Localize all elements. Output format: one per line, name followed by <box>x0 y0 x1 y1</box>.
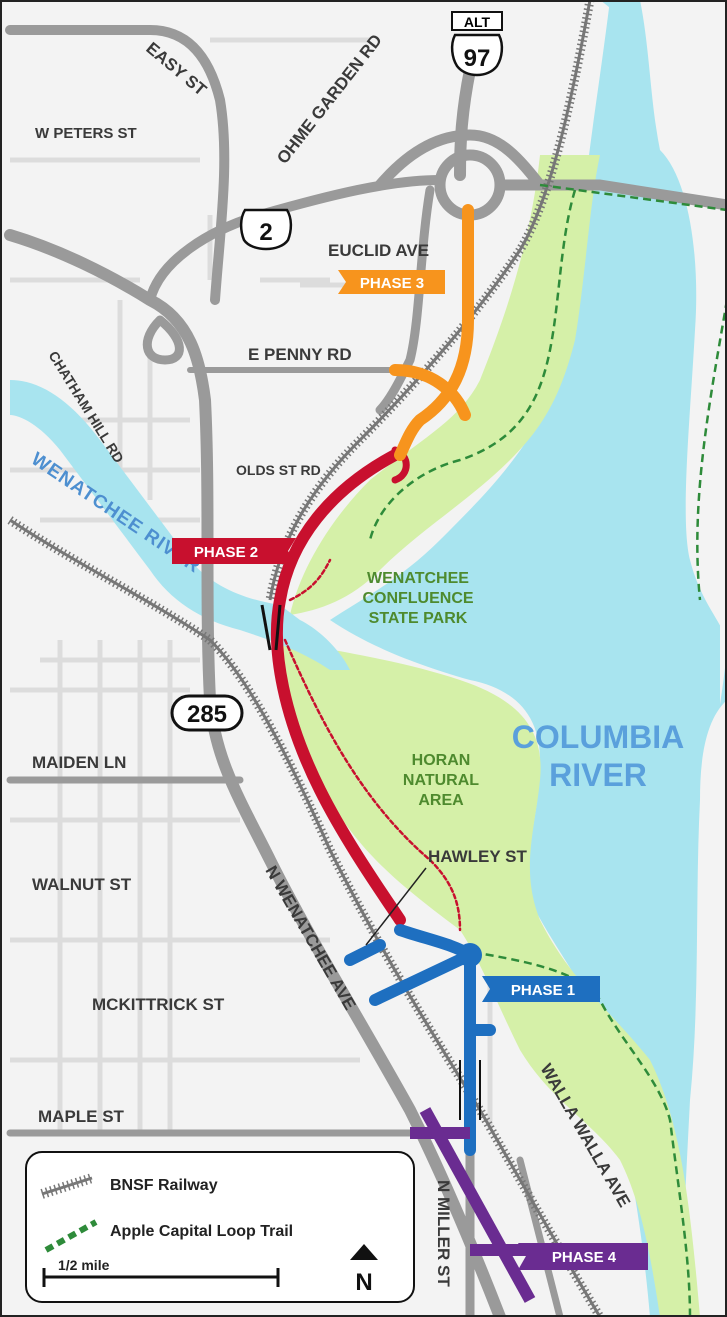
legend-trail-label: Apple Capital Loop Trail <box>110 1223 293 1240</box>
label-columbia-line2: RIVER <box>549 757 647 793</box>
label-confluence-3: STATE PARK <box>369 610 468 627</box>
phase-2-label: PHASE 2 <box>194 544 258 561</box>
label-olds-st-rd: OLDS ST RD <box>236 462 321 478</box>
phase-3-route <box>389 204 474 461</box>
columbia-river-main <box>330 0 720 1317</box>
label-maple-st: MAPLE ST <box>38 1107 125 1126</box>
alt-97-shield-top: ALT <box>464 14 491 30</box>
label-confluence-1: WENATCHEE <box>367 570 469 587</box>
north-arrow-icon: N <box>350 1244 378 1296</box>
label-columbia-line1: COLUMBIA <box>512 719 684 755</box>
label-horan-3: AREA <box>418 792 464 809</box>
legend: BNSF Railway Apple Capital Loop Trail 1/… <box>25 1151 415 1303</box>
confluence-park-area <box>290 155 600 615</box>
phase-4-tag: PHASE 4 <box>518 1243 648 1270</box>
trail-icon <box>44 1219 98 1253</box>
scale-bar: 1/2 mile <box>42 1257 280 1287</box>
phase-4-route <box>410 1107 536 1303</box>
phase-1-node <box>458 943 482 967</box>
north-label: N <box>355 1269 372 1296</box>
alt-97-shield-number: 97 <box>464 45 491 72</box>
phase-1-label: PHASE 1 <box>511 982 575 999</box>
phase-3-label: PHASE 3 <box>360 275 424 292</box>
bridge-marker-phase1 <box>459 1060 481 1120</box>
phase-3-tag: PHASE 3 <box>338 270 445 294</box>
bridge-marker-phase2b <box>274 604 282 651</box>
hawley-st-leader <box>365 867 427 946</box>
label-w-peters-st: W PETERS ST <box>35 125 137 142</box>
bridge-marker-phase2 <box>260 604 272 651</box>
scale-label: 1/2 mile <box>58 1257 110 1273</box>
us-2-shield: 2 <box>239 208 293 251</box>
legend-box <box>25 1151 415 1303</box>
label-horan-1: HORAN <box>412 752 471 769</box>
railway-icon <box>40 1173 94 1199</box>
wa-285-shield-number: 285 <box>187 701 227 728</box>
phase-4-label: PHASE 4 <box>552 1249 617 1266</box>
us-2-shield-number: 2 <box>259 219 272 246</box>
label-mckittrick-st: MCKITTRICK ST <box>92 995 225 1014</box>
phase-2-tag: PHASE 2 <box>172 538 296 564</box>
alt-97-shield: ALT 97 <box>450 11 504 77</box>
wa-285-shield: 285 <box>170 694 244 732</box>
apple-capital-loop-trail <box>368 183 727 1317</box>
label-hawley-st: HAWLEY ST <box>428 847 527 866</box>
label-euclid-ave: EUCLID AVE <box>328 241 429 260</box>
label-e-penny-rd: E PENNY RD <box>248 345 352 364</box>
label-n-miller-st: N MILLER ST <box>434 1180 453 1287</box>
legend-railway-label: BNSF Railway <box>110 1177 218 1194</box>
river-island <box>640 0 727 1317</box>
wenatchee-river <box>10 380 350 670</box>
phase-1-tag: PHASE 1 <box>482 976 600 1002</box>
label-confluence-2: CONFLUENCE <box>362 590 473 607</box>
label-horan-2: NATURAL <box>403 772 479 789</box>
label-walnut-st: WALNUT ST <box>32 875 132 894</box>
label-maiden-ln: MAIDEN LN <box>32 753 126 772</box>
